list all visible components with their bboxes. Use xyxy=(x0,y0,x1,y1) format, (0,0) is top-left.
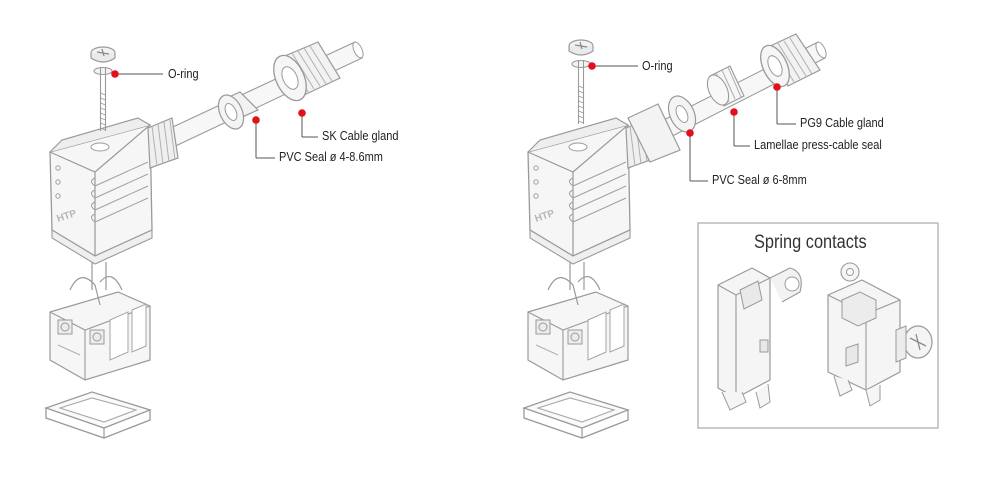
callout-dot-lamellae xyxy=(730,108,738,116)
callout-dot-seal xyxy=(686,129,694,137)
lamellae-seal xyxy=(706,65,745,107)
fixing-screw xyxy=(90,46,116,132)
label-left-pvc-seal: PVC Seal ø 4-8.6mm xyxy=(279,150,383,164)
spring-contacts-panel xyxy=(697,222,939,429)
terminal-block xyxy=(49,275,151,381)
callout-dot-seal xyxy=(252,116,260,124)
flat-gasket xyxy=(45,391,151,439)
callout-dot-gland xyxy=(298,109,306,117)
left-assembly: HTP xyxy=(45,41,364,439)
callout-dot-oring xyxy=(111,70,119,78)
callout-dot-oring xyxy=(588,62,596,70)
sk-cable-gland xyxy=(273,41,341,102)
label-left-oring: O-ring xyxy=(168,67,199,81)
pvc-seal xyxy=(217,91,260,130)
label-right-lamellae-seal: Lamellae press-cable seal xyxy=(754,138,882,152)
pvc-seal xyxy=(667,95,697,133)
right-assembly: HTP xyxy=(523,33,827,439)
connector-housing xyxy=(527,117,657,291)
fixing-screw xyxy=(568,39,594,125)
spring-contact-left xyxy=(717,267,802,411)
label-right-pvc-seal: PVC Seal ø 6-8mm xyxy=(712,173,807,187)
callout-leaders xyxy=(115,73,318,159)
callout-leaders xyxy=(592,65,796,182)
flat-gasket xyxy=(523,391,629,439)
label-right-pg9-cable-gland: PG9 Cable gland xyxy=(800,116,884,130)
label-left-sk-cable-gland: SK Cable gland xyxy=(322,129,399,143)
pg9-cable-gland xyxy=(760,33,821,88)
spring-contacts-title: Spring contacts xyxy=(754,232,867,253)
spring-contact-right xyxy=(827,262,933,407)
terminal-block xyxy=(527,275,629,381)
connector-housing xyxy=(49,117,179,291)
callout-dot-gland xyxy=(773,83,781,91)
label-right-oring: O-ring xyxy=(642,59,673,73)
